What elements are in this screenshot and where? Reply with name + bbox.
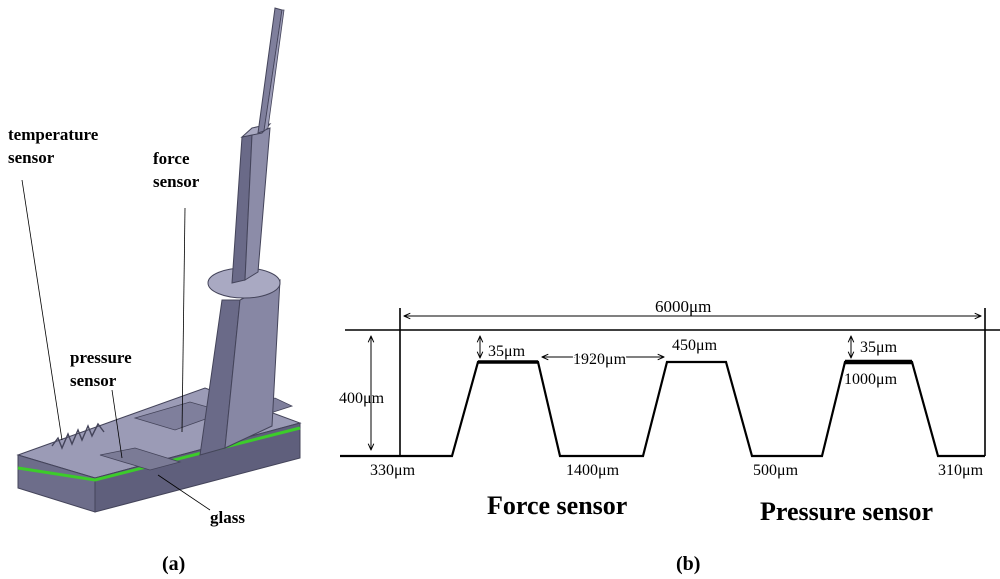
dim-width-right: 1000μm (844, 371, 898, 388)
dim-seg-1: 330μm (370, 462, 416, 479)
probe-tip-side (263, 9, 285, 132)
dim-seg-4: 310μm (938, 462, 984, 479)
dim-seg-2: 1400μm (566, 462, 620, 479)
leader-pressure (111, 389, 123, 459)
panel-b-drawing (340, 308, 1000, 458)
dim-seg-3: 500μm (753, 462, 799, 479)
leader-glass (157, 474, 211, 511)
probe-mid-side (244, 127, 271, 281)
caption-b: (b) (676, 553, 700, 575)
label-pressure-sensor: Pressure sensor (760, 497, 933, 526)
panel-a-model (16, 7, 302, 513)
label-force-line1: force (153, 149, 190, 168)
dim-top-right: 35μm (860, 339, 898, 356)
label-force-line2: sensor (153, 172, 200, 191)
dim-top-mid: 450μm (672, 337, 718, 354)
caption-a: (a) (162, 553, 185, 575)
label-glass: glass (210, 508, 245, 527)
label-force-sensor: Force sensor (487, 491, 627, 520)
dim-total-width: 6000μm (655, 297, 711, 316)
label-pressure-line1: pressure (70, 348, 132, 367)
label-pressure-line2: sensor (70, 371, 117, 390)
label-temperature-line2: sensor (8, 148, 55, 167)
dim-top-left: 35μm (488, 343, 526, 360)
label-temperature-line1: temperature (8, 125, 99, 144)
probe-lower-side (224, 279, 281, 449)
leader-temperature (21, 179, 63, 441)
temperature-sensor-zigzag (51, 422, 105, 450)
leader-force (181, 207, 186, 433)
dim-gap: 1920μm (573, 351, 627, 368)
dim-height: 400μm (339, 390, 385, 407)
cavity-left (99, 447, 182, 471)
